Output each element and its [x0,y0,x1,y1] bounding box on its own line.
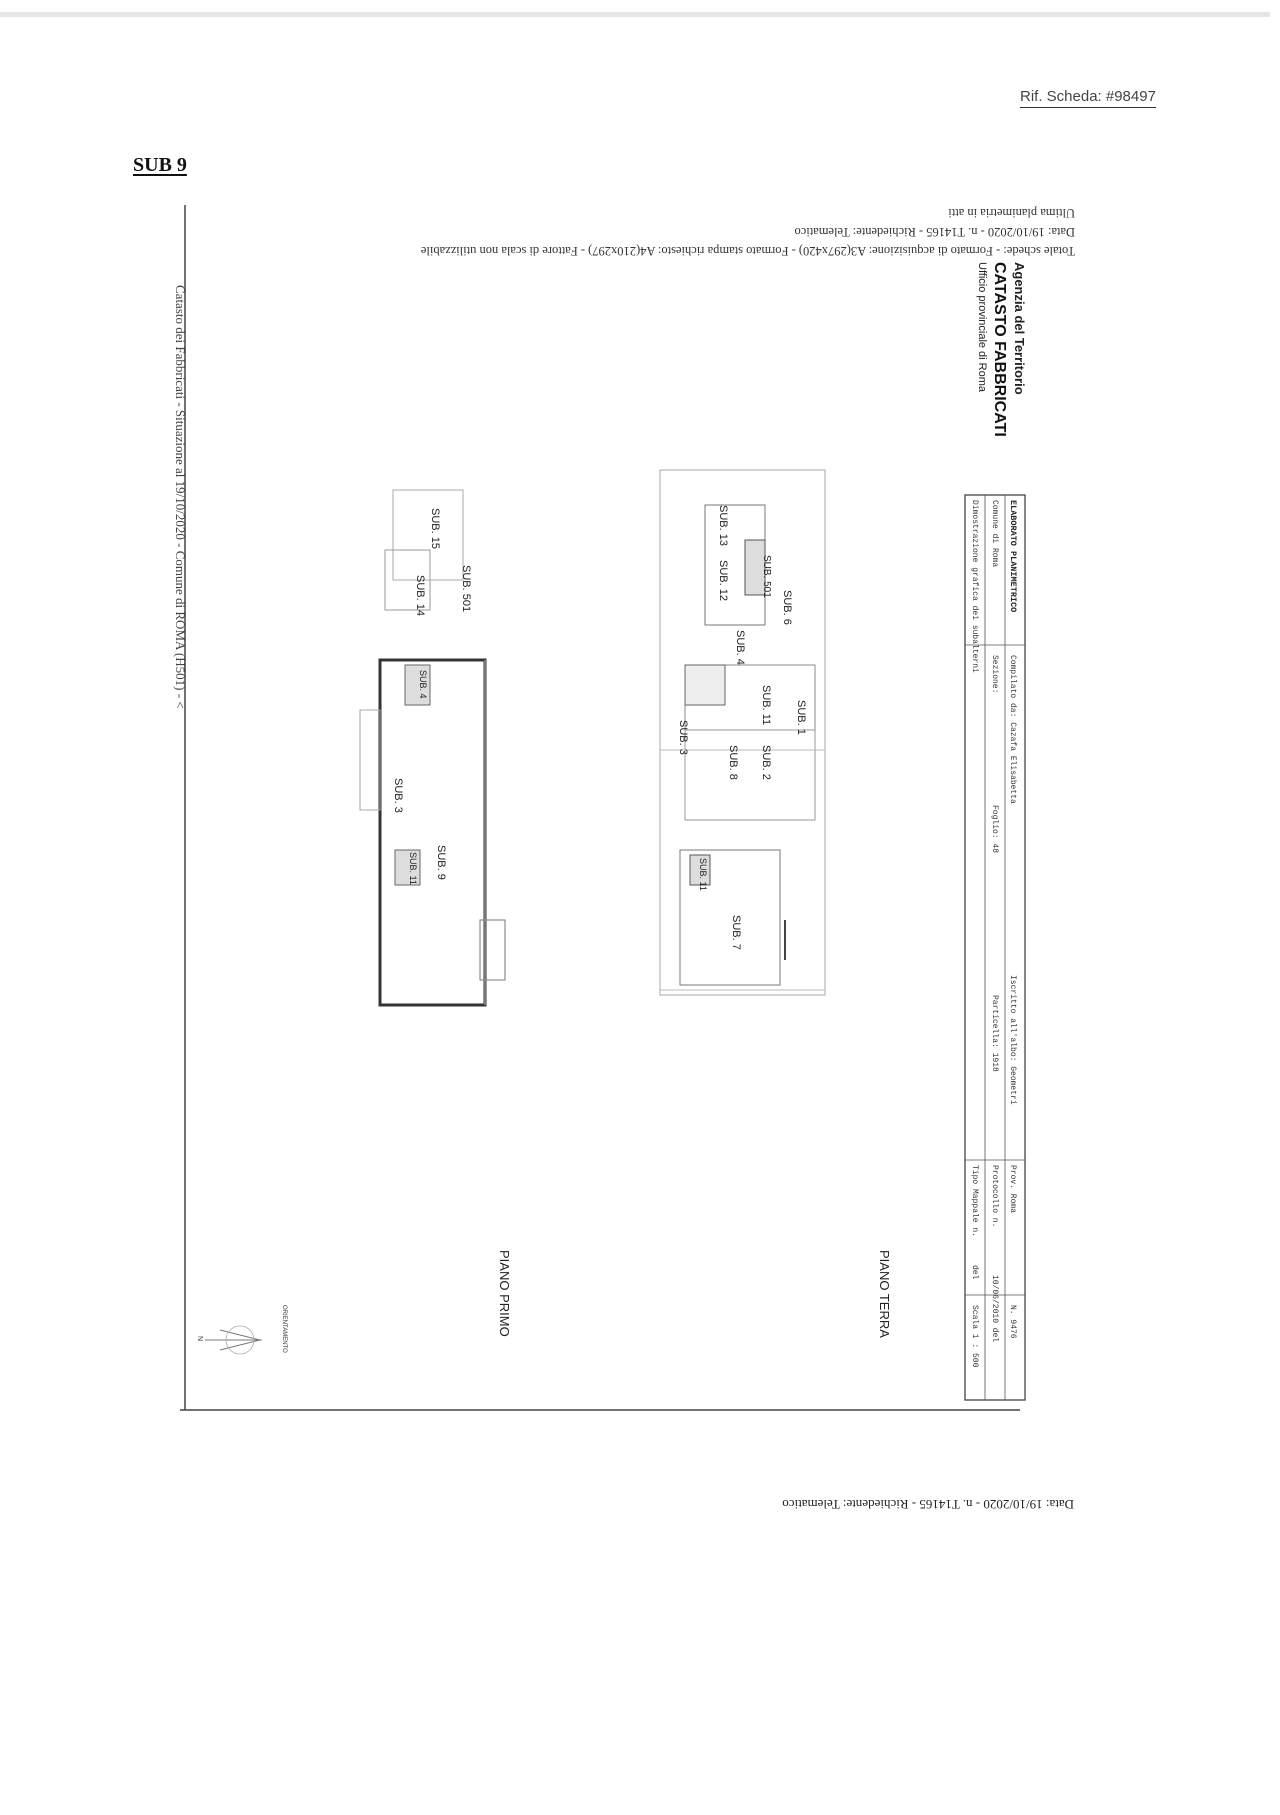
compilato-text: Compilato da: Cazafa Elisabetta [1008,655,1017,804]
comune-text: Comune di Roma [990,500,999,567]
sub-label: SUB. 15 [429,508,441,549]
sub-label: SUB. 4 [734,630,746,665]
sub-label: SUB. 6 [781,590,793,625]
catasto-text: CATASTO FABBRICATI [991,262,1008,437]
sub-label: SUB. 8 [727,745,739,780]
protocollo-text: Protocollo n. [990,1165,999,1227]
sub-label: SUB. 1 [795,700,807,735]
ultima-planimetria-text: Ultima planimetria in atti [948,206,1075,220]
rif-scheda: Rif. Scheda: #98497 [1020,88,1156,108]
agency-text: Agenzia del Territorio [1012,262,1027,395]
del-text: del [970,1265,979,1280]
sub-label: SUB. 7 [730,915,742,950]
sezione-text: Sezione: [990,655,999,693]
elaborato-text: ELABORATO PLANIMETRICO [1008,500,1018,612]
numero-text: N. 9476 [1008,1305,1017,1339]
tipo-mappale-text: Tipo Mappale n. [970,1165,979,1237]
ufficio-text: Ufficio provinciale di Roma [976,262,988,393]
sub-label: SUB. 2 [760,745,772,780]
piano-primo-plan [359,489,506,1007]
piano-primo-labels: SUB. 501 SUB. 15 SUB. 14 SUB. 9 SUB. 3 S… [392,508,472,885]
sub-label: SUB. 9 [435,845,447,880]
piano-terra-labels: SUB. 6 SUB. 1 SUB. 2 SUB. 11 SUB. 8 SUB.… [677,505,807,950]
north-text: N [196,1336,203,1341]
sub-label: SUB. 501 [460,565,472,612]
orientamento-text: ORIENTAMENTO [281,1305,287,1353]
sub-label: SUB. 3 [392,778,404,813]
ground-outline [659,469,826,996]
sub-label: SUB. 11 [408,852,418,885]
top-rule [0,12,1270,17]
header-table [964,494,1026,1401]
scala-text: Scala 1 : 500 [970,1305,979,1368]
prov-text: Prov. Roma [1008,1165,1017,1213]
sub-label: SUB. 4 [418,670,428,699]
sub-label: SUB. 12 [717,560,729,601]
particella-text: Particella: 1918 [990,995,999,1072]
sub-label: SUB. 11 [760,685,772,725]
left-margin-text: Catasto dei Fabbricati - Situazione al 1… [173,285,188,709]
sub-label: SUB. 501 [761,555,772,598]
sub-label: SUB. 14 [414,575,426,616]
dimostrazione-text: Dimostrazione grafica dei subalterni [970,500,979,673]
data-line-text: Data: 19/10/2020 - n. T14165 - Richieden… [794,225,1075,239]
piano-terra-plan [659,469,826,996]
iscritto-text: Iscritto all'albo: Geometri [1008,975,1017,1105]
del-data-text: 10/06/2010 del [990,1275,999,1342]
piano-primo-label: PIANO PRIMO [497,1250,512,1337]
upside-down-header: Totale schede: - Formato di acquisizione… [420,206,1075,258]
piano-terra-label: PIANO TERRA [877,1250,892,1338]
sub-9-highlight [378,658,487,1007]
orientation-compass-icon: ORIENTAMENTO N [196,1305,287,1355]
bottom-data-line: Data: 19/10/2020 - n. T14165 - Richieden… [782,1497,1074,1512]
sub-label: SUB. 3 [677,720,689,755]
sub-title: SUB 9 [133,154,187,176]
foglio-text: Foglio: 48 [990,805,999,853]
agency-block: Agenzia del Territorio CATASTO FABBRICAT… [976,262,1027,437]
totale-schede-text: Totale schede: - Formato di acquisizione… [420,244,1075,258]
sub-label: SUB. 13 [717,505,729,546]
sub-label: SUB. 11 [698,858,708,891]
